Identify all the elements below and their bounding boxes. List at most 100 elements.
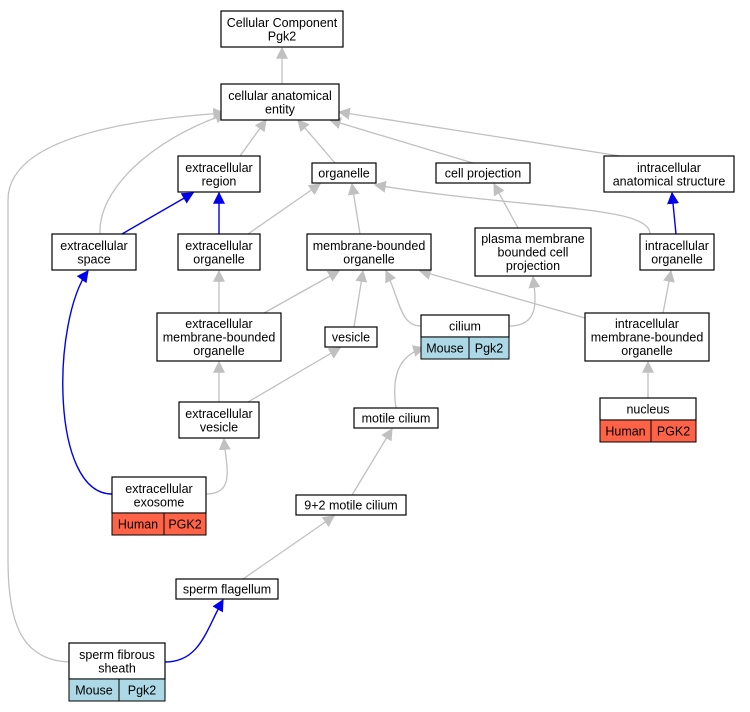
node-label-line: sperm fibrous — [79, 648, 155, 662]
edge-organelle-to-cellular-anatomical-entity — [297, 119, 336, 164]
node-box — [639, 233, 715, 271]
node-label-line: organelle — [193, 344, 244, 358]
edge-extracellular-exosome-to-extracellular-vesicle — [205, 437, 231, 495]
edge-sperm-fibrous-sheath-to-cellular-anatomical-entity — [7, 107, 226, 663]
node-label-line: Cellular Component — [227, 16, 338, 30]
node-label-line: extracellular — [185, 239, 252, 253]
node-box — [474, 227, 592, 277]
node-label-line: membrane-bounded — [163, 331, 276, 345]
edge-extracellular-region-to-cellular-anatomical-entity — [239, 119, 267, 157]
gene-badge — [650, 419, 697, 443]
gene-label: Pgk2 — [475, 342, 504, 356]
node-label-line: sperm flagellum — [183, 583, 271, 597]
edge-cell-projection-to-cellular-anatomical-entity — [328, 117, 474, 164]
node-box — [435, 162, 531, 184]
edge-intracellular-membrane-bounded-organelle-to-intracellular-organelle — [662, 269, 675, 314]
edge-extracellular-space-to-extracellular-region — [121, 192, 195, 235]
node-label-line: projection — [506, 259, 560, 273]
node-label-line: extracellular — [60, 239, 127, 253]
node-label-line: bounded cell — [498, 246, 569, 260]
node-label-line: extracellular — [185, 317, 252, 331]
node-label-line: extracellular — [185, 407, 252, 421]
node-box — [51, 233, 137, 271]
node-organelle[interactable]: organelle — [311, 162, 377, 184]
node-9-2-motile-cilium[interactable]: 9+2 motile cilium — [295, 494, 407, 516]
node-vesicle[interactable]: vesicle — [324, 326, 378, 348]
node-label-line: extracellular — [185, 161, 252, 175]
node-motile-cilium[interactable]: motile cilium — [353, 407, 439, 429]
node-label-line: nucleus — [626, 403, 669, 417]
node-box — [220, 83, 340, 121]
node-cell-projection[interactable]: cell projection — [435, 162, 531, 184]
node-label-line: organelle — [193, 252, 244, 266]
node-label-line: region — [202, 174, 237, 188]
node-label-line: vesicle — [332, 331, 370, 345]
node-box — [177, 155, 261, 193]
node-label-line: space — [77, 252, 110, 266]
node-box — [177, 233, 261, 271]
edge-intracellular-anatomical-structure-to-cellular-anatomical-entity — [337, 107, 621, 157]
node-label-line: vesicle — [200, 420, 238, 434]
species-label: Mouse — [426, 342, 464, 356]
edge-cilium-to-membrane-bounded-organelle — [385, 269, 422, 327]
edge-intracellular-organelle-to-intracellular-anatomical-structure — [667, 191, 680, 235]
edge-extracellular-exosome-to-extracellular-space — [62, 270, 113, 495]
gene-label: PGK2 — [657, 425, 690, 439]
node-label-line: plasma membrane — [481, 232, 585, 246]
node-label-line: anatomical structure — [613, 174, 726, 188]
edges-layer — [7, 46, 680, 663]
edge-membrane-bounded-organelle-to-organelle — [347, 182, 361, 235]
node-label-line: Pgk2 — [268, 29, 297, 43]
node-label-line: cilium — [449, 320, 481, 334]
node-label-line: membrane-bounded — [591, 331, 704, 345]
node-label-line: membrane-bounded — [313, 239, 426, 253]
node-box — [156, 312, 282, 362]
node-label-line: 9+2 motile cilium — [304, 499, 397, 513]
node-box — [111, 476, 207, 514]
gene-label: Pgk2 — [128, 684, 157, 698]
node-label-line: extracellular — [125, 482, 192, 496]
node-label-line: cellular anatomical — [228, 89, 332, 103]
edge-plasma-membrane-bounded-cell-projection-to-cell-projection — [493, 182, 519, 229]
node-label-line: intracellular — [615, 317, 679, 331]
node-label-line: intracellular — [645, 239, 709, 253]
gene-badge — [468, 336, 510, 360]
node-label-line: organelle — [318, 167, 369, 181]
node-box — [68, 642, 166, 680]
edge-extracellular-membrane-bounded-organelle-to-membrane-bounded-organelle — [263, 270, 341, 314]
edge-extracellular-vesicle-to-vesicle — [247, 347, 342, 403]
node-label-line: organelle — [651, 252, 702, 266]
edge-extracellular-organelle-to-organelle — [247, 183, 321, 235]
edge-cilium-to-plasma-membrane-bounded-cell-projection — [508, 275, 541, 327]
node-box — [220, 10, 344, 48]
node-label-line: exosome — [134, 495, 185, 509]
edge-vesicle-to-membrane-bounded-organelle — [353, 269, 368, 328]
node-sperm-flagellum[interactable]: sperm flagellum — [175, 578, 279, 600]
gene-badge — [163, 512, 207, 536]
node-label-line: motile cilium — [362, 412, 431, 426]
edge-sperm-flagellum-to-9-2-motile-cilium — [242, 515, 335, 580]
species-label: Human — [118, 518, 158, 532]
node-box — [306, 233, 432, 271]
edge-extracellular-space-to-cellular-anatomical-entity — [99, 111, 228, 235]
edge-intracellular-membrane-bounded-organelle-to-membrane-bounded-organelle — [418, 268, 586, 319]
node-box — [353, 407, 439, 429]
